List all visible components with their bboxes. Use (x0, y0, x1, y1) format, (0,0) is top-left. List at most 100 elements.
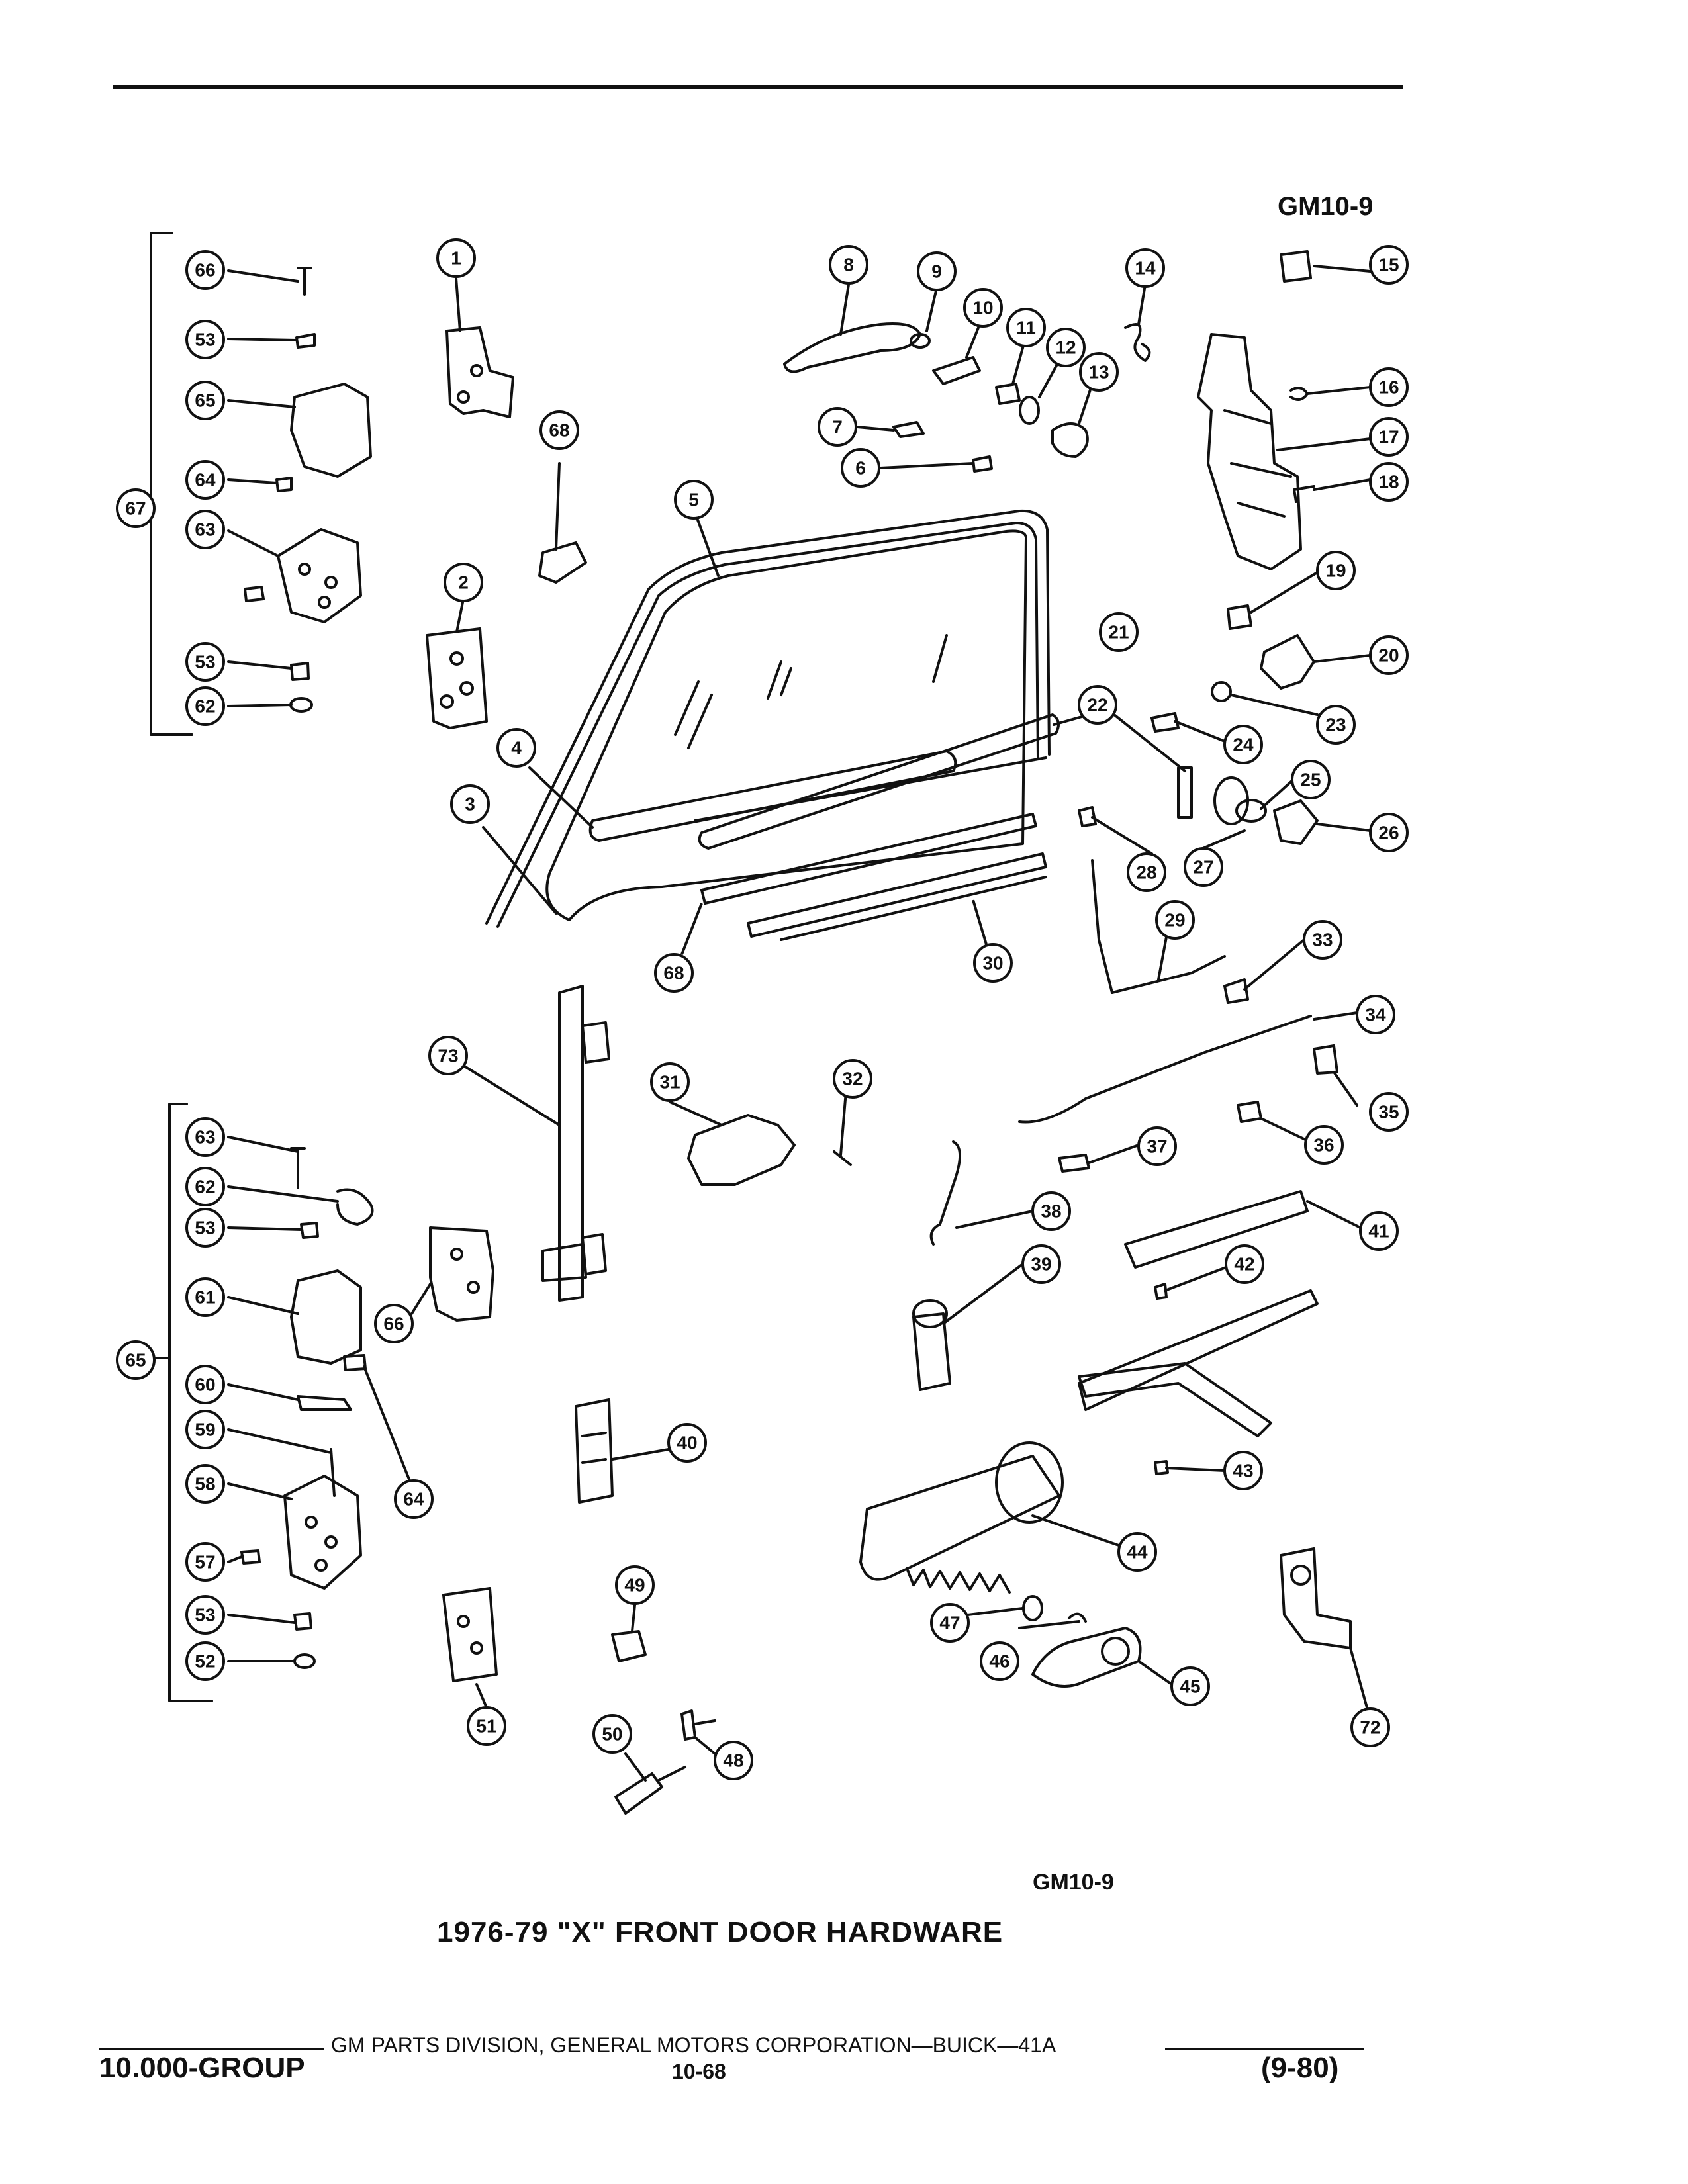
bracket-70 (150, 232, 193, 736)
callout-39: 39 (1031, 1254, 1051, 1275)
screw-48-part (680, 1709, 716, 1741)
run-channel-part (700, 813, 1047, 941)
leader-arrows (227, 265, 1372, 1782)
callout-18: 18 (1378, 472, 1399, 492)
callout-15: 15 (1378, 255, 1399, 275)
bumper-50-part (614, 1766, 686, 1815)
callout-8: 8 (843, 255, 854, 275)
lock-rod-part (1091, 859, 1226, 994)
footer-revision: (9-80) (1261, 2052, 1339, 2084)
plate-51-part (442, 1587, 498, 1682)
callout-68: 65 (195, 390, 215, 411)
callout-12: 12 (1055, 338, 1076, 358)
callout-6: 6 (855, 458, 866, 478)
hinge-bracket-part (277, 528, 362, 623)
callout-19: 19 (1325, 561, 1346, 581)
callout-30: 30 (982, 953, 1003, 974)
callout-63: 66 (383, 1314, 404, 1334)
rod-38-part (929, 1140, 961, 1246)
callout-25: 25 (1300, 770, 1321, 790)
hinge-plate-63-part (429, 1226, 494, 1322)
callout-49: 49 (624, 1575, 645, 1596)
callout-35: 35 (1378, 1102, 1399, 1122)
callout-55: 58 (195, 1474, 215, 1494)
callout-24: 24 (1233, 735, 1254, 755)
callout-13: 13 (1088, 362, 1109, 383)
hinge-55-part (283, 1475, 362, 1590)
callout-16: 16 (1378, 377, 1399, 398)
callout-43: 43 (1233, 1461, 1253, 1481)
clip-71-part (538, 541, 587, 584)
lower-hinge-part (290, 1269, 362, 1365)
callout-40: 40 (677, 1433, 697, 1453)
callout-59: 62 (195, 1177, 215, 1197)
callout-61: 64 (403, 1489, 424, 1510)
belt-weatherstrip-outer-part (698, 713, 1060, 850)
hinge-strap-part (445, 326, 514, 418)
callout-29: 29 (1164, 910, 1185, 931)
callout-32: 32 (842, 1069, 863, 1089)
callout-28: 28 (1136, 862, 1156, 883)
regulator-channel-part (558, 985, 584, 1302)
callout-50: 50 (602, 1724, 622, 1745)
callout-21: 21 (1108, 622, 1129, 643)
callout-57: 60 (195, 1375, 215, 1395)
footer-rule-left (99, 2048, 324, 2050)
callout-54: 57 (195, 1552, 215, 1572)
top-rule (113, 85, 1403, 89)
footer-rule-right (1165, 2048, 1364, 2050)
callout-53-b: 53 (195, 652, 215, 672)
callout-53-d: 53 (195, 1605, 215, 1625)
counterbalance-39-part (912, 1312, 951, 1391)
callout-34: 34 (1365, 1005, 1386, 1025)
callout-27: 27 (1193, 857, 1213, 878)
callout-20: 20 (1378, 645, 1399, 666)
footer-group: 10.000-GROUP (99, 2052, 305, 2084)
regulator-arm-part (1078, 1289, 1319, 1411)
callout-22: 22 (1087, 695, 1107, 715)
callout-26: 26 (1378, 823, 1399, 843)
figure-id-top: GM10-9 (1278, 192, 1374, 221)
callout-62: 65 (125, 1350, 146, 1371)
callout-52: 52 (195, 1651, 215, 1672)
latch-part-15 (1280, 250, 1312, 283)
callout-51: 51 (476, 1716, 496, 1737)
inside-handle-part (687, 1114, 796, 1186)
callout-67: 64 (195, 470, 216, 490)
callout-3: 3 (465, 794, 475, 815)
callout-56: 59 (195, 1420, 215, 1440)
callout-14: 14 (1135, 258, 1156, 279)
regulator-sector-part (859, 1455, 1060, 1581)
callout-4: 4 (511, 738, 522, 758)
callout-66: 63 (195, 520, 215, 540)
footer-publisher: GM PARTS DIVISION, GENERAL MOTORS CORPOR… (331, 2033, 1056, 2057)
callout-2: 2 (458, 572, 469, 593)
callout-73: 73 (438, 1046, 458, 1066)
callout-69: 66 (195, 260, 215, 281)
inside-lock-rod-part (1018, 1015, 1312, 1124)
callout-7: 7 (832, 417, 843, 437)
callout-41: 41 (1368, 1221, 1389, 1242)
callout-42: 42 (1234, 1254, 1254, 1275)
callout-36: 36 (1313, 1135, 1334, 1156)
callout-23: 23 (1325, 715, 1346, 735)
bracket-62 (168, 1103, 213, 1702)
callout-58: 61 (195, 1287, 215, 1308)
clip-49-part (611, 1630, 647, 1662)
belt-weatherstrip-inner-part (588, 750, 1047, 842)
callout-11: 11 (1016, 318, 1036, 338)
callout-45: 45 (1180, 1676, 1200, 1697)
figure-id-bottom: GM10-9 (1033, 1870, 1114, 1895)
lock-cam-part (1260, 634, 1315, 690)
callout-46: 46 (989, 1651, 1009, 1672)
callout-48: 48 (723, 1751, 743, 1771)
callout-5: 5 (688, 490, 699, 510)
bracket-72-part (1280, 1547, 1352, 1649)
callout-37: 37 (1147, 1136, 1167, 1157)
callout-72: 72 (1360, 1717, 1380, 1738)
callout-70: 67 (125, 498, 146, 519)
hinge-plate-part (426, 627, 488, 729)
callout-38: 38 (1041, 1201, 1061, 1222)
callout-53-c: 53 (195, 1218, 215, 1238)
